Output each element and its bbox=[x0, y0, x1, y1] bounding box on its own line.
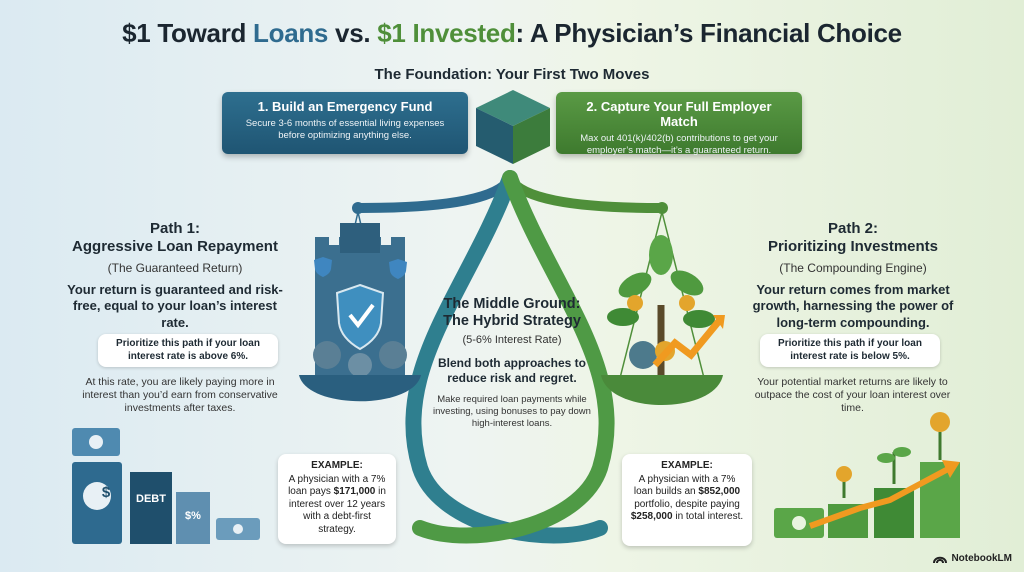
shield-icon bbox=[389, 259, 407, 279]
path2-note: Your potential market returns are likely… bbox=[754, 376, 951, 415]
emergency-fund-heading: 1. Build an Emergency Fund bbox=[257, 99, 433, 114]
path1-title-line1: Path 1: bbox=[149, 220, 200, 237]
debt-label: DEBT bbox=[136, 493, 166, 505]
title-invested: $1 Invested bbox=[377, 18, 516, 48]
notebooklm-brand: NotebookLM bbox=[933, 553, 1012, 564]
emergency-fund-text: Secure 3-6 months of essential living ex… bbox=[245, 118, 445, 141]
middle-summary: Blend both approaches to reduce risk and… bbox=[437, 356, 586, 385]
path1-summary: Your return is guaranteed and risk-free,… bbox=[67, 282, 283, 330]
employer-match-heading: 2. Capture Your Full Employer Match bbox=[586, 99, 772, 129]
shield-icon bbox=[314, 257, 332, 277]
dollar-glyph: $ bbox=[101, 484, 111, 501]
example-highlight: $258,000 bbox=[630, 511, 673, 522]
middle-title: The Middle Ground: The Hybrid Strategy bbox=[422, 296, 602, 331]
middle-title-line2: The Hybrid Strategy bbox=[443, 313, 581, 330]
path2-example-card: EXAMPLE: A physician with a 7% loan buil… bbox=[622, 454, 752, 546]
example-text: in interest over 12 years with a debt-fi… bbox=[288, 486, 386, 535]
path1-threshold-pill: Prioritize this path if your loan intere… bbox=[98, 334, 278, 367]
investment-growth-icon bbox=[774, 412, 960, 538]
path2-title-line1: Path 2: bbox=[827, 220, 878, 237]
title-part: vs. bbox=[328, 18, 378, 48]
path1-title: Path 1: Aggressive Loan Repayment bbox=[60, 220, 290, 256]
page-title: $1 Toward Loans vs. $1 Invested: A Physi… bbox=[0, 18, 1024, 49]
path1-note: At this rate, you are likely paying more… bbox=[82, 376, 278, 415]
employer-match-text: Max out 401(k)/402(b) contributions to g… bbox=[580, 133, 778, 156]
title-loans: Loans bbox=[253, 18, 329, 48]
example-highlight: $852,000 bbox=[698, 486, 741, 497]
title-part: : A Physician’s Financial Choice bbox=[515, 18, 903, 48]
example-text: A physician with a 7% loan builds an bbox=[633, 473, 736, 498]
example-text: in total interest. bbox=[672, 511, 744, 522]
example-text: portfolio, despite paying bbox=[634, 498, 740, 510]
path1-example-text: A physician with a 7% loan pays $171,000… bbox=[286, 474, 388, 537]
path2-title-line2: Prioritizing Investments bbox=[767, 238, 939, 255]
foundation-subtitle: The Foundation: Your First Two Moves bbox=[374, 66, 650, 83]
path1-subtitle: (The Guaranteed Return) bbox=[107, 261, 243, 275]
path2-threshold-pill: Prioritize this path if your loan intere… bbox=[760, 334, 940, 367]
example-highlight: $171,000 bbox=[333, 486, 376, 497]
path2-example-text: A physician with a 7% loan builds an $85… bbox=[630, 474, 744, 524]
brand-label: NotebookLM bbox=[951, 553, 1012, 564]
path2-subtitle: (The Compounding Engine) bbox=[779, 261, 927, 275]
middle-title-line1: The Middle Ground: bbox=[443, 296, 581, 312]
emergency-fund-box: 1. Build an Emergency Fund Secure 3-6 mo… bbox=[222, 92, 468, 154]
debt-bills-icon bbox=[72, 428, 260, 544]
castle-shield-icon bbox=[299, 223, 421, 402]
money-tree-icon bbox=[601, 235, 725, 405]
middle-subtitle: (5-6% Interest Rate) bbox=[462, 334, 562, 346]
cube-icon bbox=[476, 90, 550, 164]
path1-example-card: EXAMPLE: A physician with a 7% loan pays… bbox=[278, 454, 396, 544]
path1-example-heading: EXAMPLE: bbox=[311, 460, 363, 471]
middle-note: Make required loan payments while invest… bbox=[433, 394, 591, 429]
rate-label: $% bbox=[185, 510, 201, 522]
title-part: $1 Toward bbox=[122, 18, 254, 48]
notebooklm-logo-icon bbox=[933, 556, 948, 563]
employer-match-box: 2. Capture Your Full Employer Match Max … bbox=[556, 92, 802, 156]
path2-summary: Your return comes from market growth, ha… bbox=[752, 282, 954, 330]
example-text: A physician with a 7% loan pays bbox=[288, 473, 386, 498]
path1-title-line2: Aggressive Loan Repayment bbox=[72, 238, 278, 255]
path2-example-heading: EXAMPLE: bbox=[661, 460, 713, 471]
path2-title: Path 2: Prioritizing Investments bbox=[738, 220, 968, 256]
